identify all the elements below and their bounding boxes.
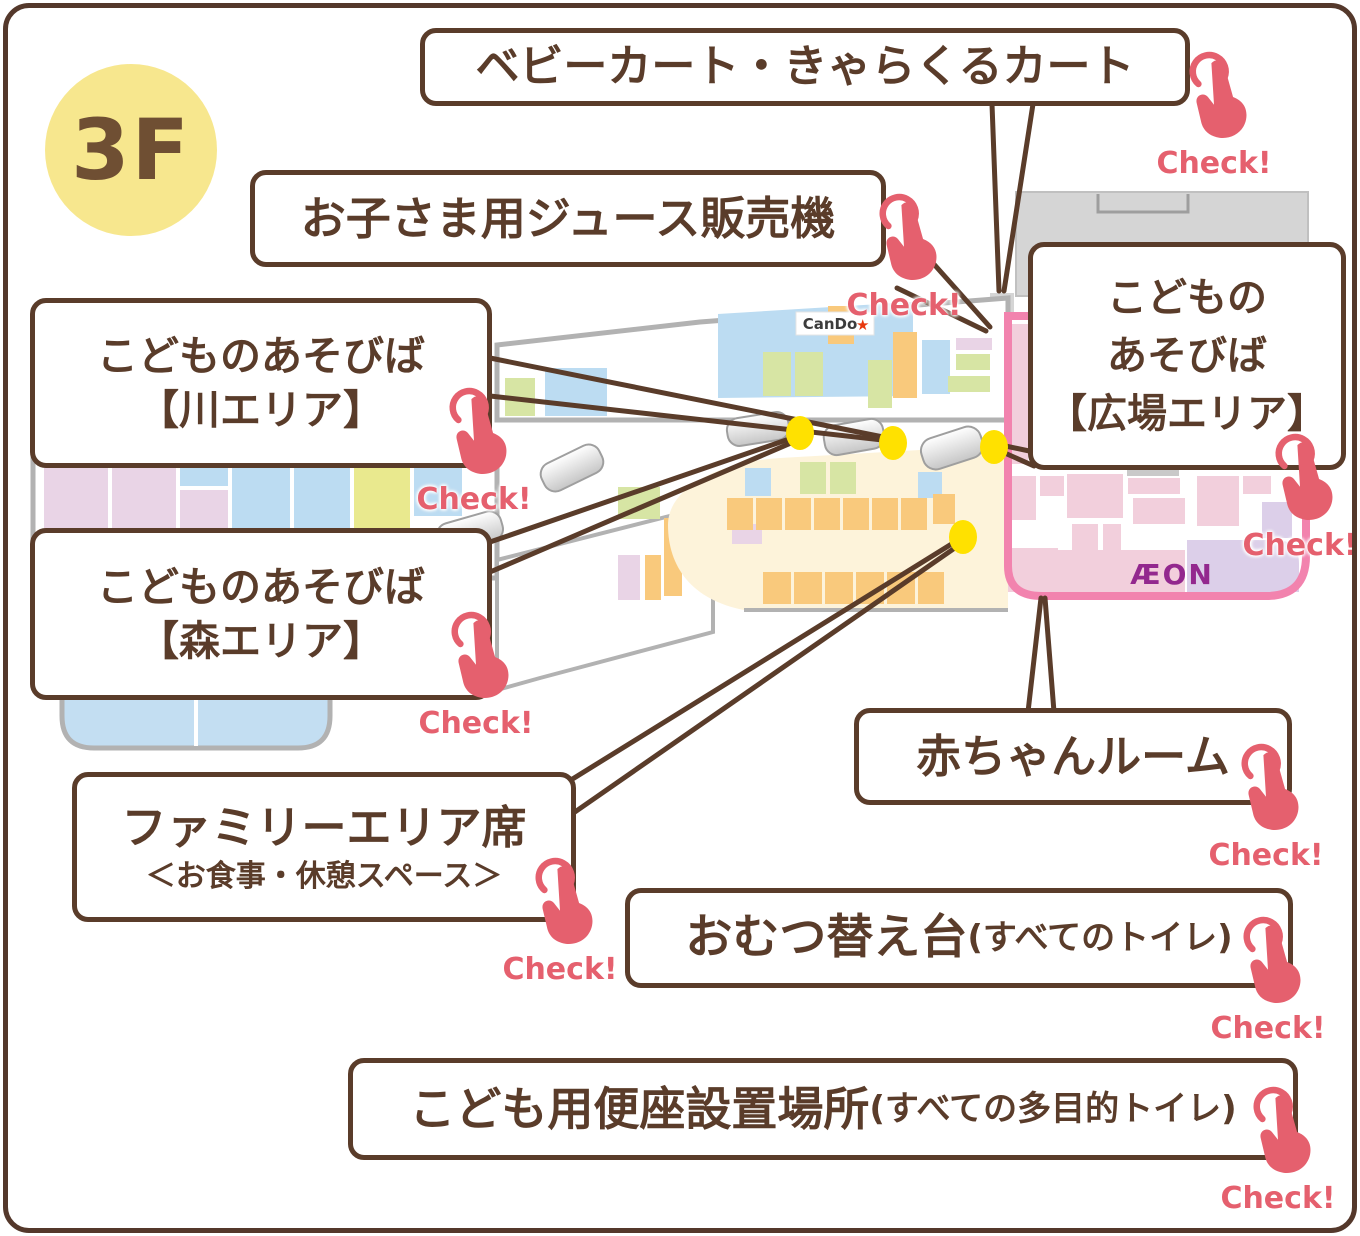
callout-kids-toilet-note: (すべての多目的トイレ) <box>869 1088 1237 1129</box>
check-button-mori[interactable]: Check! <box>418 610 534 741</box>
callout-family-area[interactable]: ファミリーエリア席 ＜お食事・休憩スペース＞ <box>72 772 576 922</box>
callout-kids-toilet-label: こども用便座設置場所 <box>409 1081 870 1136</box>
callout-baby-room-label: 赤ちゃんルーム <box>916 729 1230 783</box>
check-button-hiroba[interactable]: Check! <box>1242 432 1358 563</box>
callout-mori-line1: こどものあそびば <box>97 562 425 611</box>
cando-store-label: CanDo <box>803 315 858 333</box>
check-label: Check! <box>846 288 962 323</box>
check-label: Check! <box>1208 838 1324 873</box>
check-button-kids-toilet[interactable]: Check! <box>1220 1085 1336 1216</box>
poi-dot-hiroba-area <box>980 430 1008 464</box>
callout-juice-label: お子さま用ジュース販売機 <box>300 191 836 245</box>
callout-baby-cart-label: ベビーカート・きゃらくるカート <box>475 40 1135 92</box>
check-label: Check! <box>1210 1011 1326 1046</box>
check-label: Check! <box>416 482 532 517</box>
tap-hand-icon <box>449 387 507 474</box>
check-button-baby-room[interactable]: Check! <box>1208 742 1324 873</box>
check-button-baby-cart[interactable]: Check! <box>1156 50 1272 181</box>
tap-hand-icon <box>1243 916 1301 1003</box>
callout-diaper-label: おむつ替え台 <box>685 909 968 965</box>
callout-family-line1: ファミリーエリア席 <box>121 800 527 854</box>
callout-playground-mori[interactable]: こどものあそびば 【森エリア】 <box>30 528 492 700</box>
callout-juice-vending[interactable]: お子さま用ジュース販売機 <box>250 170 886 267</box>
callout-kawa-line2: 【川エリア】 <box>138 386 384 434</box>
callout-playground-hiroba[interactable]: こどもの あそびば 【広場エリア】 <box>1028 242 1346 470</box>
tap-hand-icon <box>1189 51 1247 138</box>
poi-dot-family-area <box>949 520 977 554</box>
check-button-diaper[interactable]: Check! <box>1210 915 1326 1046</box>
aeon-store-label: ÆON <box>1130 558 1214 591</box>
callout-diaper-station[interactable]: おむつ替え台 (すべてのトイレ) <box>625 888 1293 988</box>
callout-mori-line2: 【森エリア】 <box>138 617 384 665</box>
callout-hiroba-line1: こどもの <box>1107 275 1267 321</box>
check-button-family[interactable]: Check! <box>502 856 618 987</box>
callout-kawa-line1: こどものあそびば <box>97 331 425 380</box>
check-label: Check! <box>502 952 618 987</box>
check-label: Check! <box>418 706 534 741</box>
poi-dot-mori-area <box>786 416 814 450</box>
tap-hand-icon <box>451 611 509 698</box>
callout-hiroba-line3: 【広場エリア】 <box>1047 391 1327 437</box>
callout-baby-cart[interactable]: ベビーカート・きゃらくるカート <box>420 28 1190 106</box>
check-label: Check! <box>1242 528 1358 563</box>
callout-family-line2: ＜お食事・休憩スペース＞ <box>145 858 503 894</box>
tap-hand-icon <box>1241 743 1299 830</box>
callout-diaper-note: (すべてのトイレ) <box>967 917 1233 958</box>
map-north-band: CanDo ★ <box>494 295 1011 423</box>
floor-badge: 3F <box>45 64 217 236</box>
check-label: Check! <box>1156 146 1272 181</box>
tap-hand-icon <box>1275 433 1333 520</box>
check-label: Check! <box>1220 1181 1336 1216</box>
tap-hand-icon <box>1253 1086 1311 1173</box>
callout-playground-kawa[interactable]: こどものあそびば 【川エリア】 <box>30 298 492 468</box>
poi-dots <box>786 416 1008 554</box>
tap-hand-icon <box>535 857 593 944</box>
callout-hiroba-line2: あそびば <box>1107 333 1267 379</box>
cando-star-icon: ★ <box>856 316 869 334</box>
callout-kids-toilet-seat[interactable]: こども用便座設置場所 (すべての多目的トイレ) <box>348 1058 1298 1160</box>
callout-baby-room[interactable]: 赤ちゃんルーム <box>854 708 1292 805</box>
check-button-juice[interactable]: Check! <box>846 192 962 323</box>
poi-dot-kawa-area <box>879 426 907 460</box>
floor-badge-label: 3F <box>71 101 191 199</box>
tap-hand-icon <box>879 193 937 280</box>
check-button-kawa[interactable]: Check! <box>416 386 532 517</box>
